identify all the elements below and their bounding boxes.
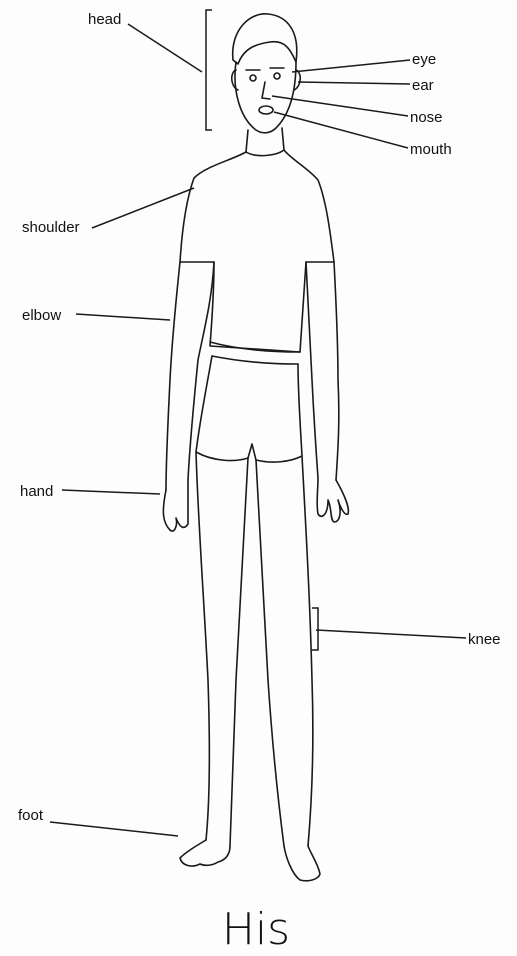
- right-eye: [274, 73, 280, 79]
- human-figure: [163, 14, 348, 881]
- left-leg: [196, 452, 248, 846]
- hair: [233, 14, 297, 64]
- left-foot: [180, 840, 230, 866]
- knee-bracket: [312, 608, 318, 650]
- left-eye: [250, 75, 256, 81]
- label-head: head: [88, 11, 121, 28]
- waistband: [210, 342, 300, 364]
- label-mouth: mouth: [410, 141, 452, 158]
- mouth-leader: [274, 112, 408, 148]
- right-hand: [317, 478, 348, 522]
- left-hand: [163, 480, 188, 531]
- shorts: [196, 356, 302, 462]
- label-elbow: elbow: [22, 307, 61, 324]
- hand-leader: [62, 490, 160, 494]
- label-hand: hand: [20, 483, 53, 500]
- right-leg: [256, 456, 313, 846]
- label-nose: nose: [410, 109, 443, 126]
- label-ear: ear: [412, 77, 434, 94]
- label-eye: eye: [412, 51, 436, 68]
- right-arm: [306, 262, 339, 480]
- foot-leader: [50, 822, 178, 836]
- head-leader: [128, 24, 202, 72]
- shirt: [180, 150, 334, 352]
- nose-shape: [262, 82, 270, 99]
- ear-leader: [298, 82, 410, 84]
- left-arm: [166, 262, 214, 490]
- shoulder-leader: [92, 188, 194, 228]
- head-outline: [235, 62, 296, 133]
- knee-leader: [316, 630, 466, 638]
- right-foot: [284, 846, 320, 881]
- label-knee: knee: [468, 631, 501, 648]
- nose-leader: [272, 96, 408, 116]
- head-bracket: [206, 10, 212, 130]
- elbow-leader: [76, 314, 170, 320]
- caption: His: [222, 904, 290, 955]
- label-shoulder: shoulder: [22, 219, 80, 236]
- mouth-shape: [259, 106, 273, 114]
- labels: head eye ear nose mouth shoulder elbow h…: [18, 11, 501, 824]
- label-foot: foot: [18, 807, 44, 824]
- eye-leader: [292, 60, 410, 72]
- neck: [246, 128, 284, 152]
- leader-lines: [50, 10, 466, 836]
